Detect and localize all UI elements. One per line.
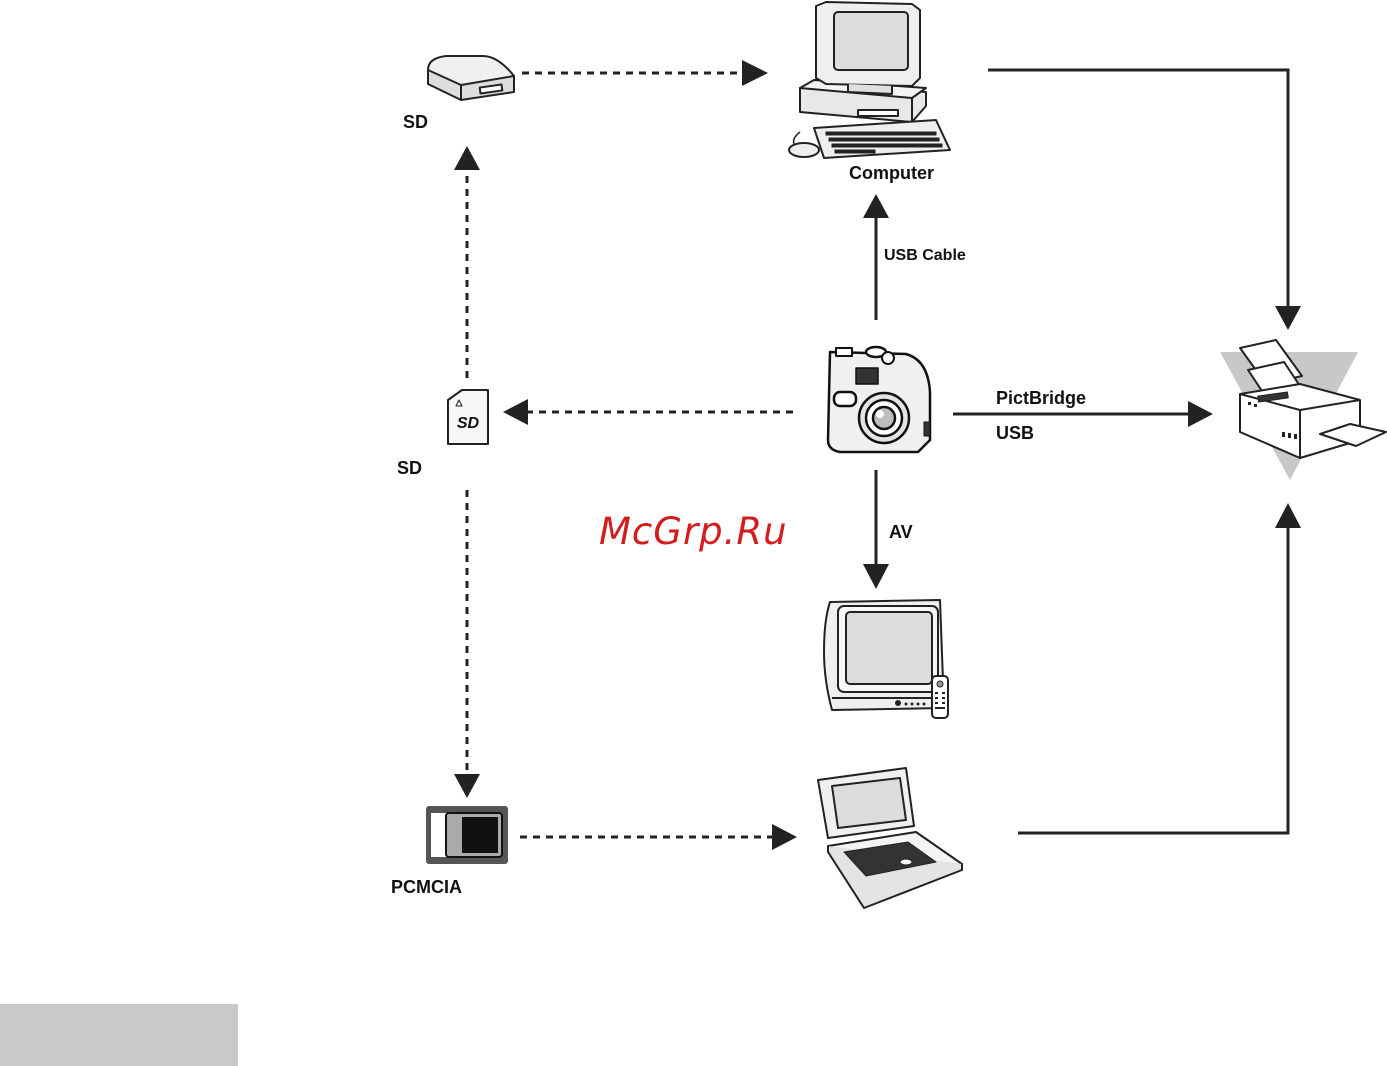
arrowhead-right xyxy=(772,824,797,850)
arrowhead-down xyxy=(454,774,480,798)
arrowhead-right xyxy=(742,60,768,86)
arrowhead-up xyxy=(863,194,889,218)
pcmcia-adapter-icon xyxy=(426,806,508,864)
computer-label: Computer xyxy=(849,163,934,184)
sd-reader-icon xyxy=(428,56,514,100)
laptop-icon xyxy=(818,768,962,908)
arrowhead-left xyxy=(503,399,528,425)
av-label: AV xyxy=(889,522,913,543)
sd-card-label: SD xyxy=(397,458,422,479)
pictbridge-label: PictBridge xyxy=(996,388,1086,409)
computer-icon xyxy=(789,2,950,158)
arrowhead-up xyxy=(1275,503,1301,528)
sd-card-icon: SD xyxy=(448,390,488,444)
usb-cable-label: USB Cable xyxy=(884,247,966,265)
tv-icon xyxy=(824,600,948,718)
pcmcia-label: PCMCIA xyxy=(391,877,462,898)
page-tab xyxy=(0,1004,238,1066)
watermark: McGrp.Ru xyxy=(599,510,788,553)
svg-text:SD: SD xyxy=(457,415,480,432)
arrowhead-up xyxy=(454,146,480,170)
sd-reader-label: SD xyxy=(403,112,428,133)
usb-label: USB xyxy=(996,423,1034,444)
arrowhead-down xyxy=(1275,306,1301,330)
printer-icon xyxy=(1220,340,1386,480)
camera-icon xyxy=(828,347,930,452)
arrowhead-right xyxy=(1188,401,1213,427)
arrow-laptop-to-printer xyxy=(1018,526,1288,833)
arrowhead-down xyxy=(863,564,889,589)
arrow-computer-to-printer xyxy=(988,70,1288,308)
